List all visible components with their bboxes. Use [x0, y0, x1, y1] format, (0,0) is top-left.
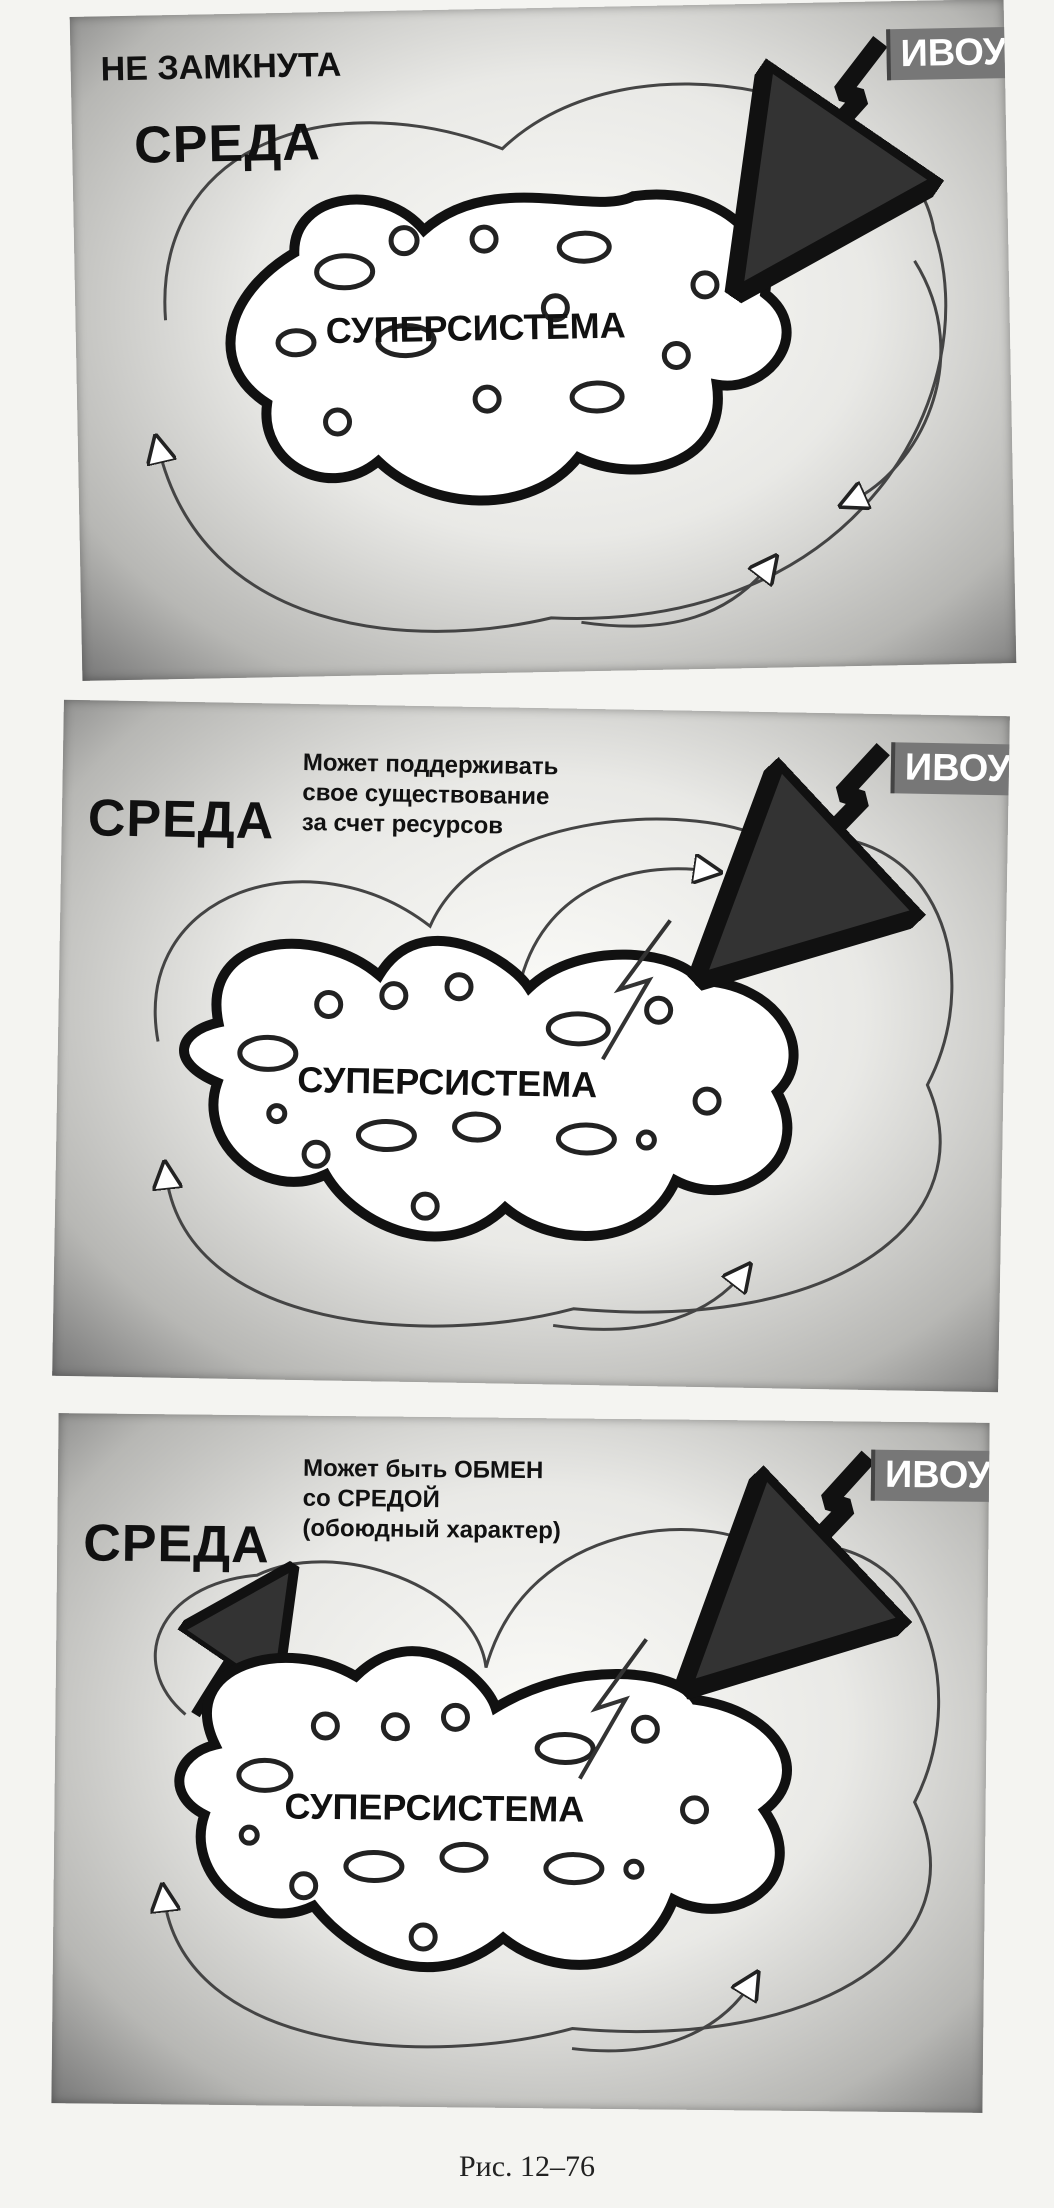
note-line-2: свое существование	[302, 778, 550, 811]
note-line-2: со СРЕДОЙ	[302, 1484, 440, 1514]
diagram-1	[70, 35, 948, 633]
supersystem-label: СУПЕРСИСТЕМА	[297, 1058, 598, 1106]
lightning-icon	[780, 35, 883, 223]
supersystem-label: СУПЕРСИСТЕМА	[284, 1785, 585, 1830]
environment-label: СРЕДА	[82, 1514, 271, 1575]
note-line-3: (обоюдный характер)	[302, 1514, 562, 1545]
note-line-3: за счет ресурсов	[301, 808, 504, 840]
corner-label: ИВОУ	[890, 742, 1010, 796]
note-line-1: Может быть ОБМЕН	[302, 1454, 544, 1485]
diagram-3	[51, 1450, 941, 2053]
environment-label: СРЕДА	[133, 113, 322, 175]
resource-note: Может поддерживать свое существование за…	[302, 748, 559, 842]
supersystem-label: СУПЕРСИСТЕМА	[325, 304, 627, 352]
corner-label: ИВОУ	[886, 26, 1017, 81]
figure-caption: Рис. 12–76	[458, 2150, 596, 2183]
panel-resources: СРЕДА Может поддерживать свое существова…	[52, 699, 1010, 1393]
loop-arrow-right	[845, 260, 943, 502]
panel-title: НЕ ЗАМКНУТА	[100, 45, 342, 89]
diagram-2	[52, 743, 954, 1331]
exchange-note: Может быть ОБМЕН со СРЕДОЙ (обоюдный хар…	[302, 1454, 561, 1547]
loop-arrow-bottom	[581, 564, 771, 628]
corner-label: ИВОУ	[870, 1449, 990, 1503]
panel-exchange: СРЕДА Может быть ОБМЕН со СРЕДОЙ (обоюдн…	[51, 1413, 990, 2113]
supersystem-blob	[225, 189, 792, 506]
panel-not-closed: СРЕДА НЕ ЗАМКНУТА ИВОУ СУПЕРСИСТЕМА	[69, 0, 1017, 681]
environment-label: СРЕДА	[87, 789, 275, 851]
note-line-1: Может поддерживать	[302, 748, 559, 781]
particles	[275, 224, 720, 437]
